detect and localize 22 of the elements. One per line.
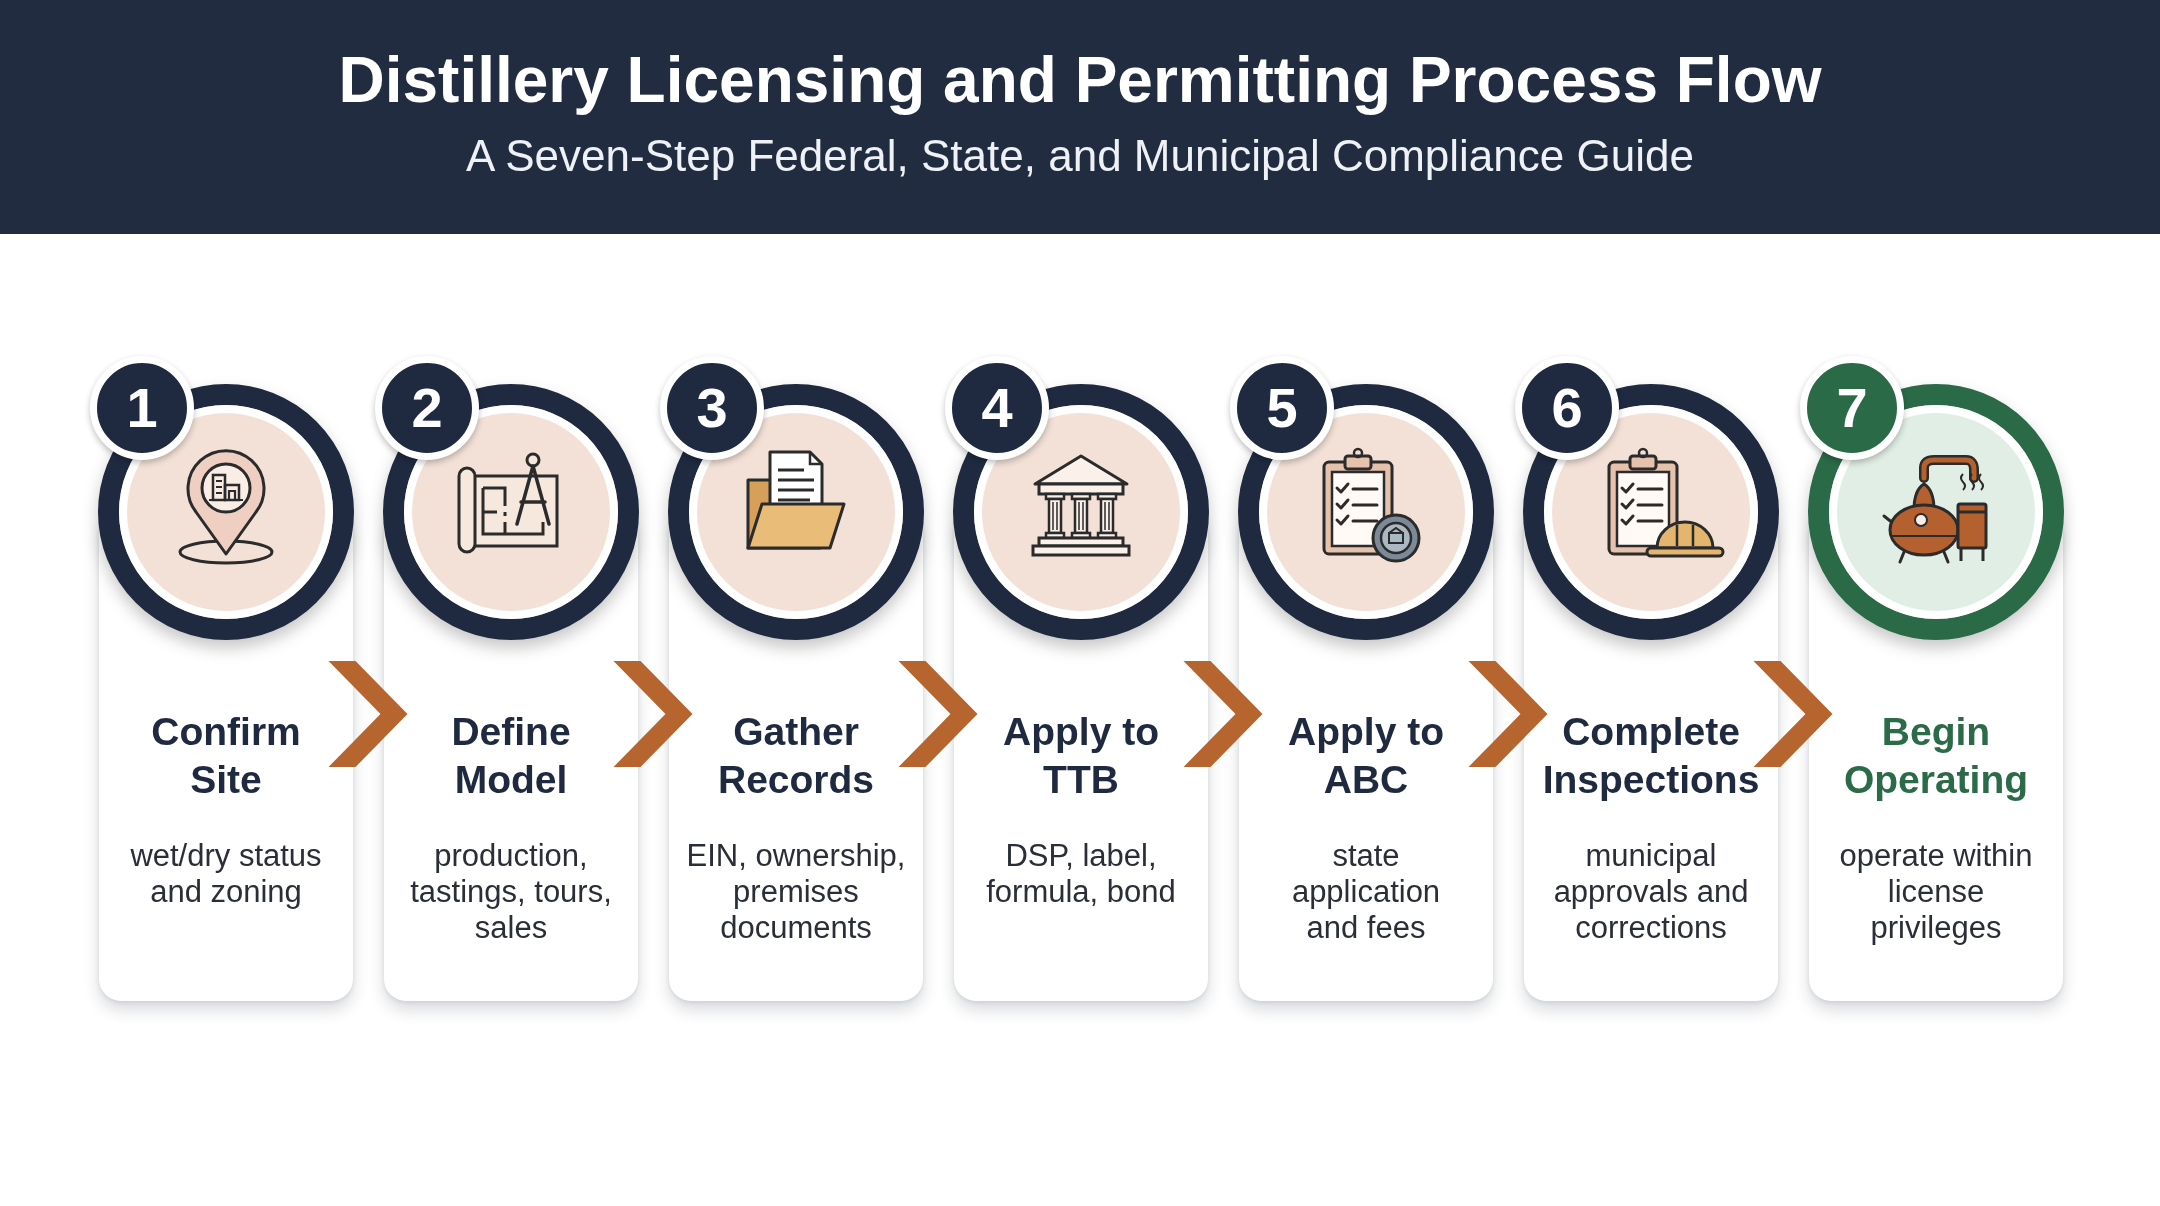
title: Distillery Licensing and Permitting Process Flow	[338, 44, 1822, 116]
subtitle: A Seven-Step Federal, State, and Municipal Compliance Guide	[466, 130, 1694, 182]
chevron-arrow	[898, 661, 978, 767]
step-description: DSP, label, formula, bond	[985, 838, 1177, 910]
step-description: state application and fees	[1290, 838, 1442, 946]
step-description: wet/dry status and zoning	[129, 838, 323, 910]
step-description: production, tastings, tours, sales	[409, 838, 613, 946]
step-title: Apply to ABC	[1287, 709, 1445, 803]
chevron-arrow	[1183, 661, 1263, 767]
step-title: Begin Operating	[1842, 709, 2030, 803]
step-title: Apply to TTB	[1002, 709, 1160, 803]
chevron-arrow	[328, 661, 408, 767]
chevron-arrow	[613, 661, 693, 767]
chevron-arrow	[1468, 661, 1548, 767]
step-description: operate within license privileges	[1838, 838, 2034, 946]
step-title: Confirm Site	[150, 709, 302, 803]
step-title: Complete Inspections	[1541, 709, 1761, 803]
chevron-arrow	[1753, 661, 1833, 767]
step-title: Gather Records	[716, 709, 876, 803]
step-title: Define Model	[450, 709, 572, 803]
step-description: municipal approvals and corrections	[1552, 838, 1750, 946]
step-description: EIN, ownership, premises documents	[685, 838, 907, 946]
